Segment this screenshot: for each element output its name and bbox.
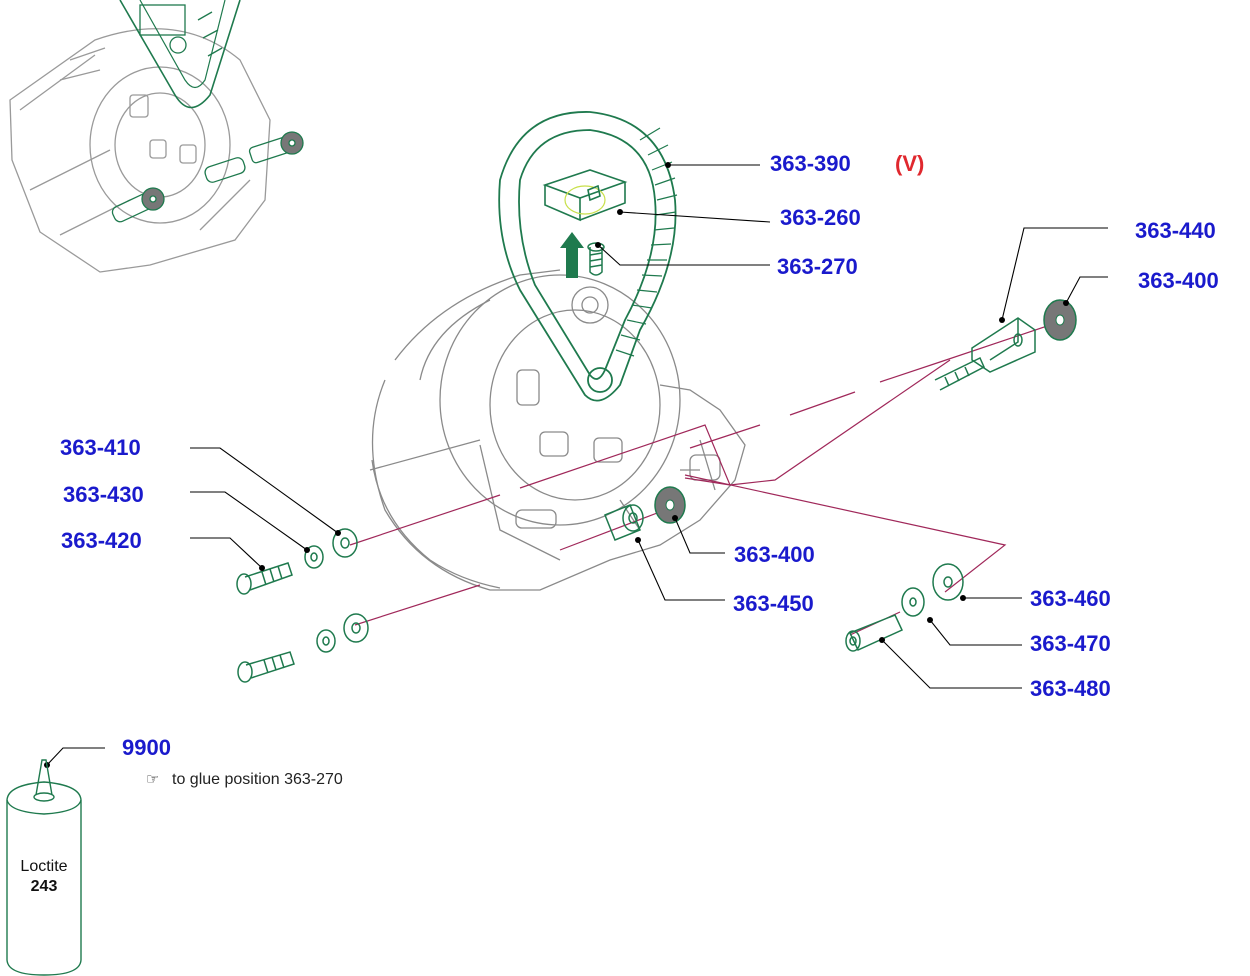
bottle-number: 243 bbox=[30, 878, 58, 895]
part-label-9900: 9900 bbox=[122, 735, 171, 760]
left-fastener-set bbox=[236, 528, 369, 683]
leader-lines bbox=[46, 164, 1108, 766]
part-label-363-450: 363-450 bbox=[733, 591, 814, 616]
bottle-label: Loctite 243 bbox=[14, 857, 74, 897]
part-label-363-480: 363-480 bbox=[1030, 676, 1111, 701]
right-lower-set bbox=[845, 563, 964, 652]
pointing-hand-icon: ☞ bbox=[146, 770, 160, 788]
inset-detail-view bbox=[9, 0, 304, 273]
up-arrow-icon bbox=[560, 232, 584, 278]
variant-marker: (V) bbox=[895, 151, 925, 176]
part-label-363-440: 363-440 bbox=[1135, 218, 1216, 243]
clamp-plate bbox=[542, 169, 628, 222]
toothed-belt bbox=[498, 111, 678, 402]
part-label-363-390: 363-390 bbox=[770, 151, 851, 176]
part-label-363-260: 363-260 bbox=[780, 205, 861, 230]
right-bracket bbox=[934, 317, 1036, 391]
center-washer bbox=[654, 486, 686, 524]
glue-note: to glue position 363-270 bbox=[172, 771, 343, 788]
right-upper-washer bbox=[1043, 299, 1077, 341]
part-label-363-470: 363-470 bbox=[1030, 631, 1111, 656]
part-label-363-400-mid: 363-400 bbox=[734, 542, 815, 567]
part-label-363-400-top: 363-400 bbox=[1138, 268, 1219, 293]
part-label-363-270: 363-270 bbox=[777, 254, 858, 279]
part-label-363-410: 363-410 bbox=[60, 435, 141, 460]
leader-dots bbox=[44, 162, 1069, 768]
center-bushing bbox=[604, 504, 644, 541]
part-label-363-420: 363-420 bbox=[61, 528, 142, 553]
motor-housing bbox=[369, 269, 746, 591]
bottle-brand: Loctite bbox=[20, 858, 68, 875]
part-label-363-460: 363-460 bbox=[1030, 586, 1111, 611]
part-label-363-430: 363-430 bbox=[63, 482, 144, 507]
loctite-bottle bbox=[6, 759, 82, 976]
assembly-axes bbox=[349, 319, 1066, 636]
